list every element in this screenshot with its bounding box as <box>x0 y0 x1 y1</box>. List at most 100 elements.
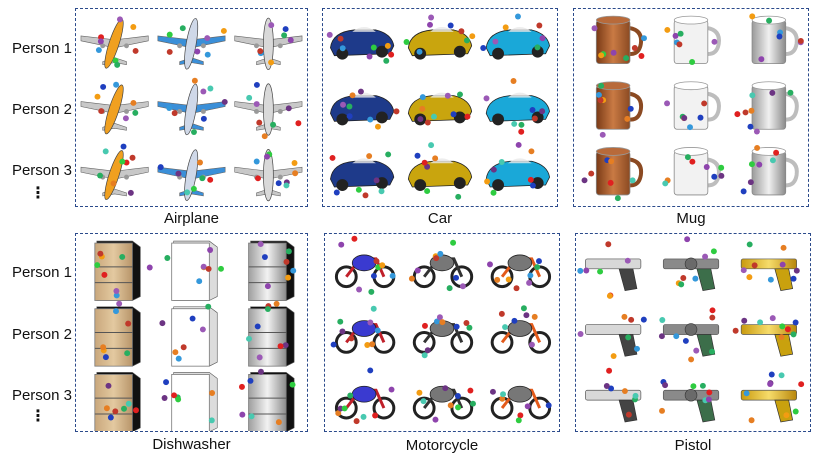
keypoint-marker <box>631 45 638 51</box>
keypoint-marker <box>285 274 292 281</box>
keypoint-marker <box>341 405 348 412</box>
keypoint-marker <box>346 103 353 110</box>
airplane-thumb <box>80 16 149 69</box>
keypoint-marker <box>338 241 345 248</box>
keypoint-marker <box>289 381 296 388</box>
keypoint-marker <box>463 320 470 326</box>
keypoint-marker <box>753 128 760 135</box>
keypoint-marker <box>515 417 522 424</box>
keypoint-marker <box>629 177 636 184</box>
keypoint-marker <box>769 315 776 322</box>
keypoint-marker <box>114 61 121 68</box>
keypoint-marker <box>129 154 136 161</box>
keypoint-marker <box>355 186 362 193</box>
keypoint-marker <box>599 131 606 138</box>
keypoint-marker <box>702 253 709 260</box>
keypoint-marker <box>113 292 120 299</box>
dishwasher-thumb <box>94 240 153 301</box>
keypoint-marker <box>614 195 621 202</box>
keypoint-marker <box>511 317 518 324</box>
keypoint-marker <box>393 108 400 115</box>
keypoint-marker <box>414 152 421 159</box>
keypoint-marker <box>347 392 354 399</box>
keypoint-marker <box>689 158 696 165</box>
keypoint-marker <box>268 22 275 29</box>
keypoint-marker <box>121 405 127 412</box>
keypoint-marker <box>718 172 725 179</box>
keypoint-marker <box>253 81 260 88</box>
keypoint-marker <box>577 331 584 337</box>
mug-grid <box>581 13 804 202</box>
keypoint-marker <box>255 175 261 182</box>
motorcycle-grid <box>330 235 552 425</box>
row-label-person-3-top: Person 3 <box>11 162 72 179</box>
keypoint-marker <box>634 345 640 352</box>
pistol-thumb <box>658 307 720 363</box>
motorcycle-thumb <box>334 367 396 425</box>
keypoint-marker <box>285 105 292 112</box>
keypoint-marker <box>125 400 132 407</box>
panel-airplane <box>75 8 308 207</box>
car-thumb <box>329 151 395 199</box>
keypoint-marker <box>127 189 134 196</box>
keypoint-marker <box>453 274 460 281</box>
keypoint-marker <box>94 262 101 269</box>
keypoint-marker <box>113 288 120 294</box>
keypoint-marker <box>454 393 461 399</box>
keypoint-marker <box>339 45 346 52</box>
ellipsis-top: ⋮ <box>30 185 46 202</box>
keypoint-marker <box>754 144 761 151</box>
panel-dishwasher <box>75 233 308 432</box>
keypoint-marker <box>385 151 392 158</box>
keypoint-marker <box>292 170 299 177</box>
keypoint-marker <box>370 44 377 51</box>
keypoint-marker <box>742 109 749 116</box>
mug-thumb <box>581 147 644 202</box>
keypoint-marker <box>416 48 423 55</box>
keypoint-marker <box>200 263 207 270</box>
keypoint-marker <box>414 267 421 274</box>
keypoint-marker <box>130 99 137 106</box>
keypoint-marker <box>264 306 271 313</box>
keypoint-marker <box>711 173 718 180</box>
keypoint-marker <box>175 355 182 362</box>
keypoint-marker <box>204 51 211 58</box>
keypoint-marker <box>545 402 552 409</box>
keypoint-marker <box>364 342 371 348</box>
airplane-thumb <box>157 18 227 70</box>
mug-thumb <box>664 15 721 65</box>
keypoint-marker <box>444 92 451 99</box>
keypoint-marker <box>664 100 671 107</box>
keypoint-marker <box>281 32 288 39</box>
keypoint-marker <box>261 133 268 140</box>
keypoint-marker <box>256 119 263 126</box>
keypoint-marker <box>767 381 774 387</box>
row-label-person-1-top: Person 1 <box>11 40 72 57</box>
motorcycle-thumb <box>490 305 552 354</box>
pistol-thumb <box>740 371 805 424</box>
keypoint-marker <box>746 241 753 248</box>
keypoint-marker <box>428 14 435 21</box>
keypoint-marker <box>199 326 206 333</box>
keypoint-marker <box>346 113 353 120</box>
keypoint-marker <box>113 308 119 315</box>
keypoint-marker <box>107 414 114 421</box>
panel-motorcycle <box>324 233 560 432</box>
keypoint-marker <box>689 59 696 65</box>
row-label-person-2-bottom: Person 2 <box>11 326 72 343</box>
caption-dishwasher: Dishwasher <box>152 436 231 453</box>
keypoint-marker <box>424 119 431 126</box>
car-thumb <box>407 91 473 126</box>
keypoint-marker <box>480 45 487 51</box>
keypoint-marker <box>598 82 605 89</box>
car-grid <box>326 13 550 200</box>
keypoint-marker <box>467 387 474 394</box>
keypoint-marker <box>189 315 196 322</box>
pistol-thumb <box>577 241 642 299</box>
car-thumb <box>484 141 550 196</box>
keypoint-marker <box>748 107 755 114</box>
keypoint-marker <box>261 254 268 261</box>
keypoint-marker <box>597 97 604 104</box>
keypoint-marker <box>113 81 120 88</box>
keypoint-marker <box>523 312 530 319</box>
